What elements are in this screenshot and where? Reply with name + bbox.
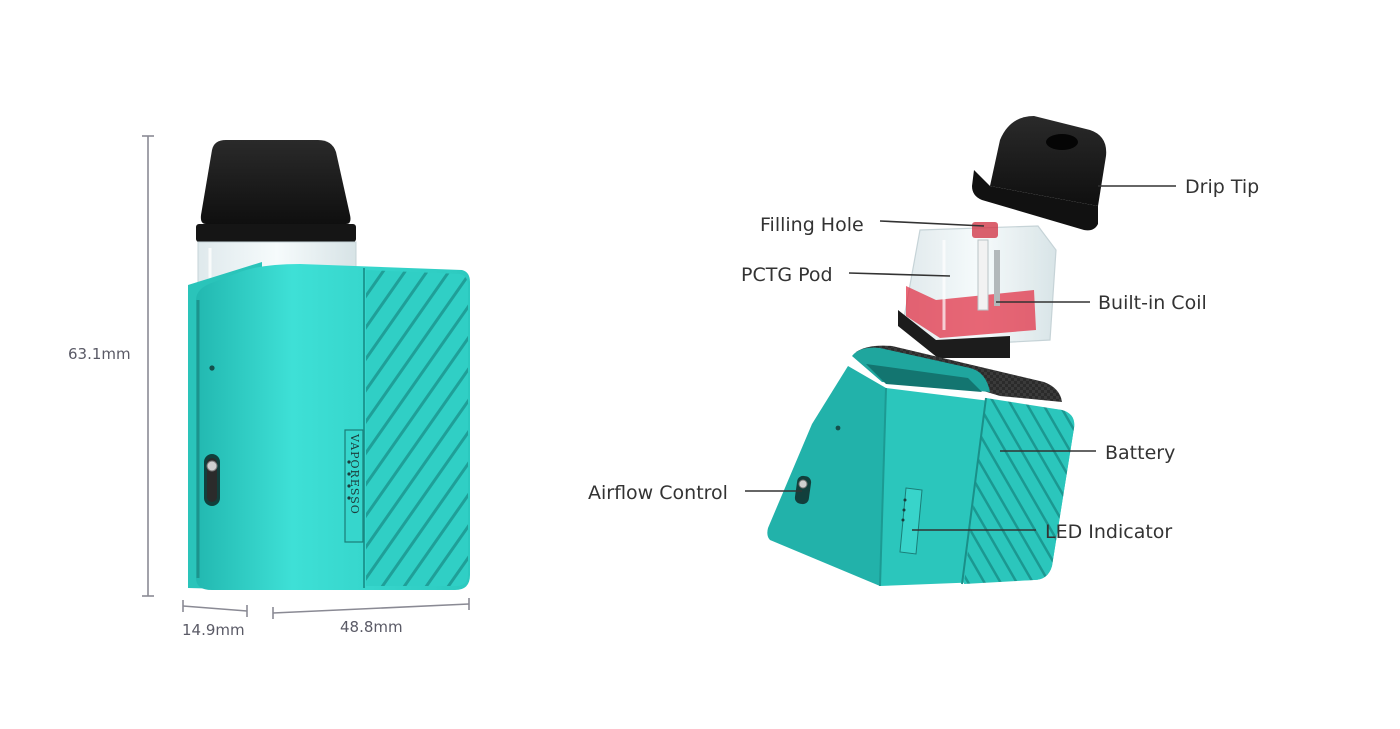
pctg-pod-label: PCTG Pod xyxy=(741,264,833,286)
callout-airflow-control: Airflow Control xyxy=(588,482,802,504)
assembled-drip-tip xyxy=(200,140,351,224)
pod-liquid xyxy=(906,286,1036,338)
assembled-tip-collar xyxy=(196,224,356,242)
callout-battery: Battery xyxy=(1000,442,1175,464)
brand-plate xyxy=(344,429,364,543)
dimension-width: 48.8mm xyxy=(272,598,470,636)
dimension-height: 63.1mm xyxy=(68,135,154,597)
callout-drip-tip: Drip Tip xyxy=(1098,176,1259,198)
battery-label: Battery xyxy=(1105,442,1175,464)
depth-label: 14.9mm xyxy=(182,621,245,639)
dimension-depth: 14.9mm xyxy=(182,600,248,639)
brand-text: VAPORESSO xyxy=(348,433,361,515)
callout-built-in-coil: Built-in Coil xyxy=(996,292,1207,314)
exploded-pod xyxy=(898,222,1057,358)
assembled-device: VAPORESSO xyxy=(188,140,470,590)
drip-tip-label: Drip Tip xyxy=(1185,176,1259,198)
height-label: 63.1mm xyxy=(68,345,131,363)
exploded-battery xyxy=(767,345,1075,587)
assembled-striped-panel xyxy=(366,270,468,586)
filling-hole-label: Filling Hole xyxy=(760,214,864,236)
assembled-led-hole xyxy=(209,365,215,371)
exploded-drip-tip xyxy=(972,116,1107,231)
callout-filling-hole: Filling Hole xyxy=(760,214,985,236)
built-in-coil-label: Built-in Coil xyxy=(1098,292,1207,314)
width-label: 48.8mm xyxy=(340,618,403,636)
airflow-control-label: Airflow Control xyxy=(588,482,728,504)
callout-pctg-pod: PCTG Pod xyxy=(741,264,951,286)
led-indicator-label: LED Indicator xyxy=(1045,521,1172,543)
callout-led-indicator: LED Indicator xyxy=(912,521,1172,543)
